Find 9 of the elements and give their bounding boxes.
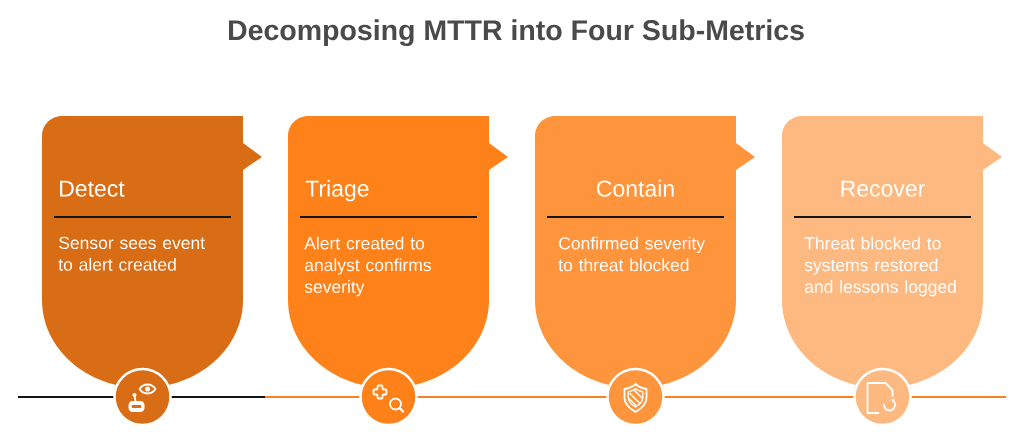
card-text: Sensor sees event to alert created (58, 236, 205, 271)
card-text: Alert created to analyst confirms severity (304, 236, 431, 297)
title: Decomposing MTTR into Four Sub-Metrics (228, 19, 804, 47)
card-heading: Recover (841, 180, 925, 197)
card-heading: Contain (597, 179, 674, 197)
card-heading: Detect (60, 180, 125, 197)
card-heading: Triage (305, 179, 369, 202)
card-text: Confirmed severity to threat blocked (558, 236, 705, 272)
card-text: Threat blocked to systems restored and lessons logged (804, 236, 956, 297)
